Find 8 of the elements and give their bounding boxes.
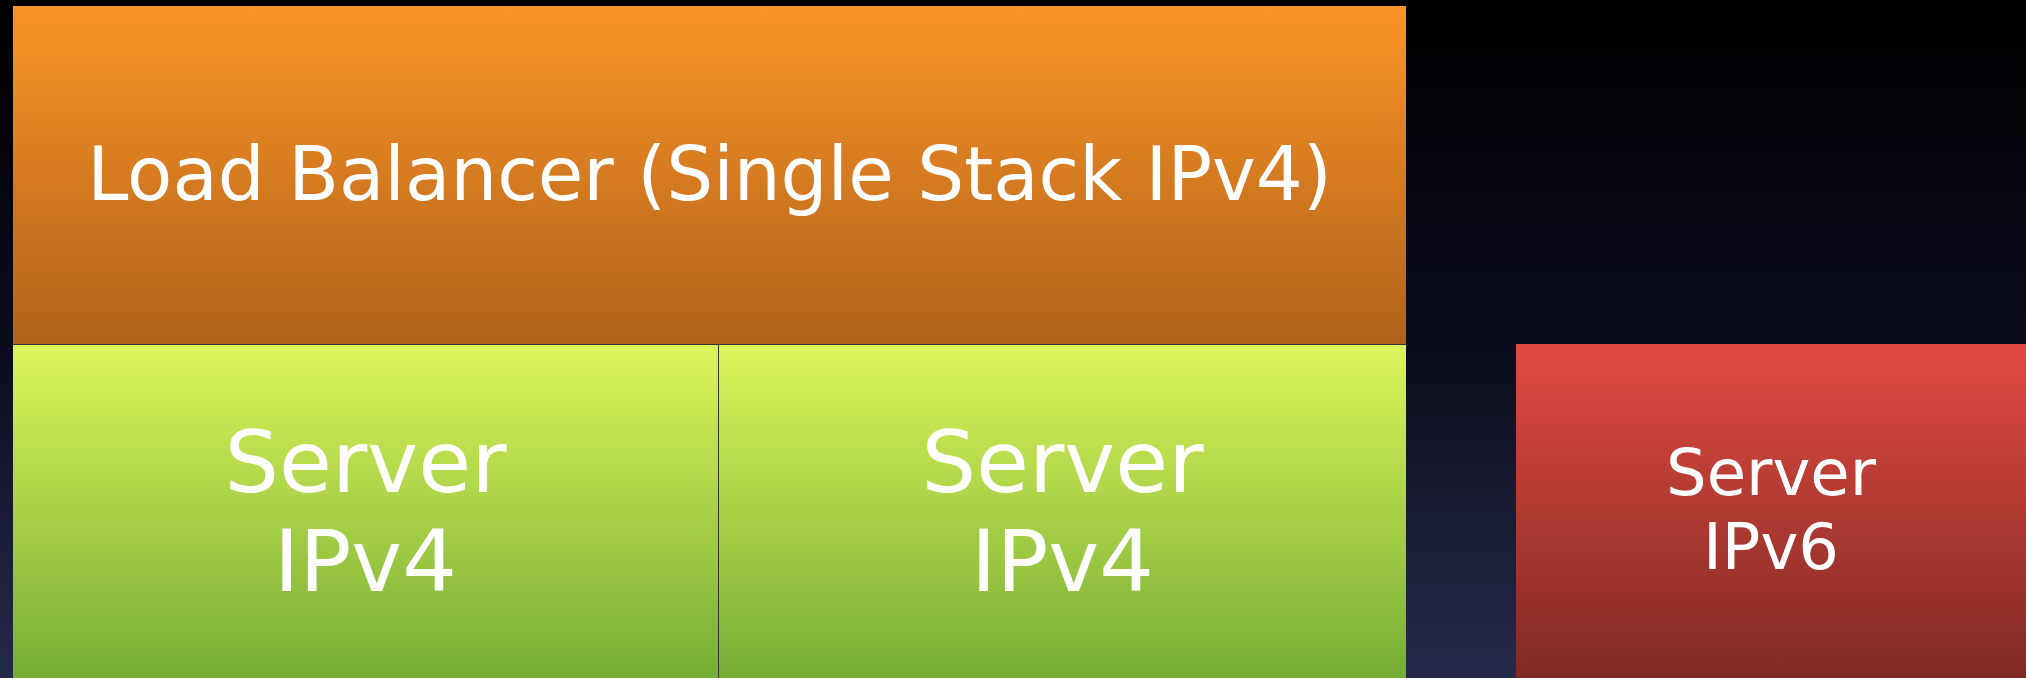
box-label: Load Balancer (Single Stack IPv4) <box>87 132 1332 218</box>
box-label: Server IPv6 <box>1665 437 1877 585</box>
server-box <box>13 344 718 678</box>
box-label: Server IPv4 <box>223 412 508 611</box>
box-label: Server IPv4 <box>920 412 1205 611</box>
server-box <box>1516 344 2026 678</box>
load-balancer-box <box>13 6 1406 344</box>
server-box <box>718 344 1406 678</box>
